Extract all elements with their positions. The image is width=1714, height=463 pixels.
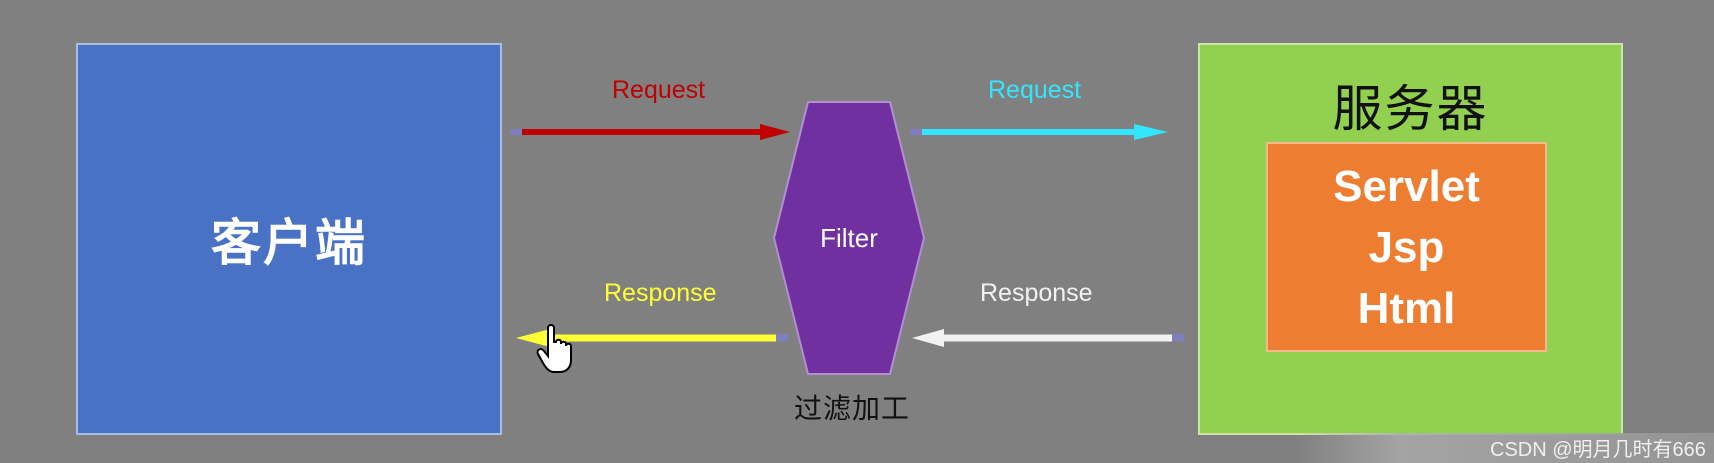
response-out-label: Response: [604, 279, 717, 307]
html-label: Html: [1357, 283, 1456, 333]
watermark: CSDN @明月几时有666: [1490, 439, 1706, 461]
jsp-label: Jsp: [1368, 222, 1445, 272]
client-label: 客户端: [211, 214, 367, 272]
response-in-label: Response: [980, 279, 1093, 307]
request-out-label: Request: [988, 76, 1082, 104]
server-title: 服务器: [1332, 80, 1489, 138]
filter-hexagon: [772, 101, 926, 375]
server-components-box: Servlet Jsp Html: [1266, 142, 1547, 352]
request-out-arrow: [910, 124, 1168, 140]
filter-label: Filter: [820, 223, 878, 253]
client-box: 客户端: [76, 43, 502, 435]
response-out-arrow: [516, 329, 788, 347]
filter-caption: 过滤加工: [794, 392, 911, 425]
request-in-label: Request: [612, 76, 706, 104]
response-in-arrow: [912, 329, 1184, 347]
servlet-label: Servlet: [1333, 161, 1480, 211]
hand-pointer-icon: [536, 324, 572, 373]
watermark-band: [1295, 433, 1714, 463]
request-in-arrow: [510, 124, 790, 140]
